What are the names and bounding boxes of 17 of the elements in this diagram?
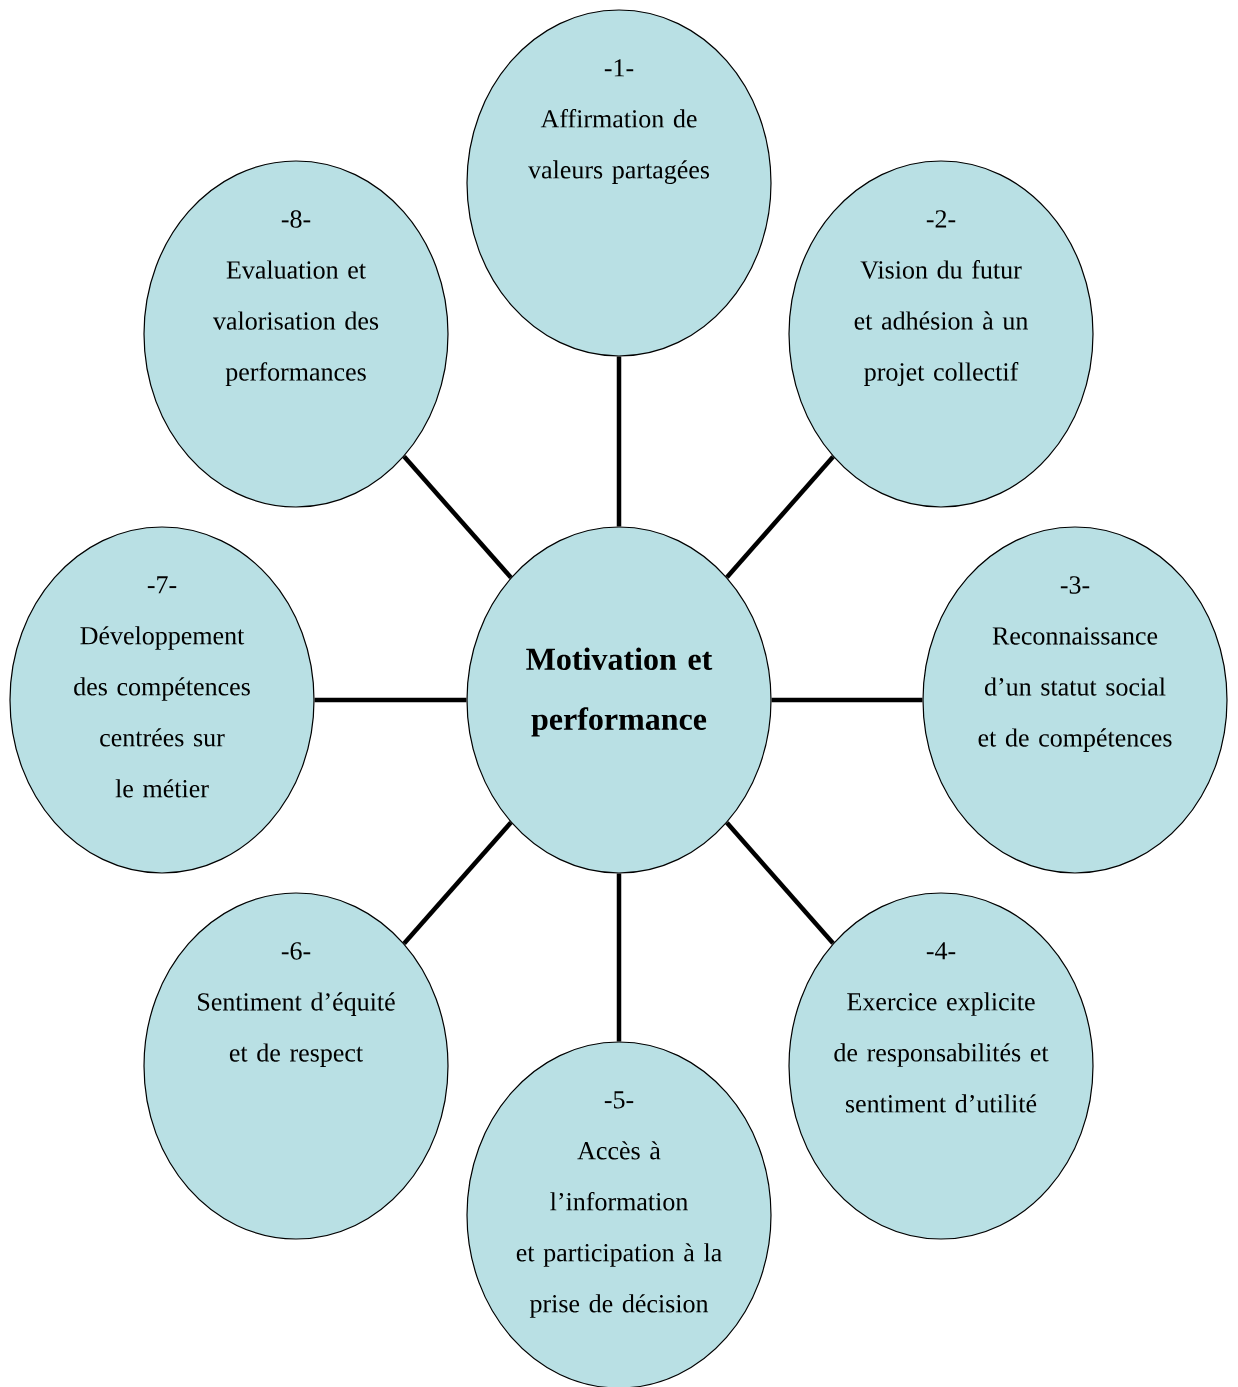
ellipse-bubble: -4- Exercice explicite de responsabilités et sentiment d’utilité [788, 892, 1094, 1240]
ellipse-bubble: -6- Sentiment d’équité et de respect [143, 892, 449, 1240]
connector-line [771, 697, 923, 703]
ellipse-bubble: Motivation et performance [466, 526, 772, 874]
ellipse-bubble: -8- Evaluation et valorisation des performances [143, 160, 449, 508]
connector-line [314, 697, 467, 703]
connector-line [725, 821, 835, 945]
ellipse-bubble: -2- Vision du futur et adhésion à un projet collectif [788, 160, 1094, 508]
connector-line [616, 356, 622, 527]
ellipse-bubble: -1- Affirmation de valeurs partagées [466, 9, 772, 357]
ellipse-bubble: -3- Reconnaissance d’un statut social et de compétences [922, 526, 1228, 874]
ellipse-bubble: -5- Accès à l’information et participation à la prise de décision [466, 1041, 772, 1387]
ellipse-bubble: -7- Développement des compétences centrées sur le métier [9, 526, 315, 874]
connector-line [402, 455, 513, 579]
connector-line [725, 455, 835, 579]
connector-line [616, 873, 622, 1042]
connector-line [402, 821, 513, 945]
